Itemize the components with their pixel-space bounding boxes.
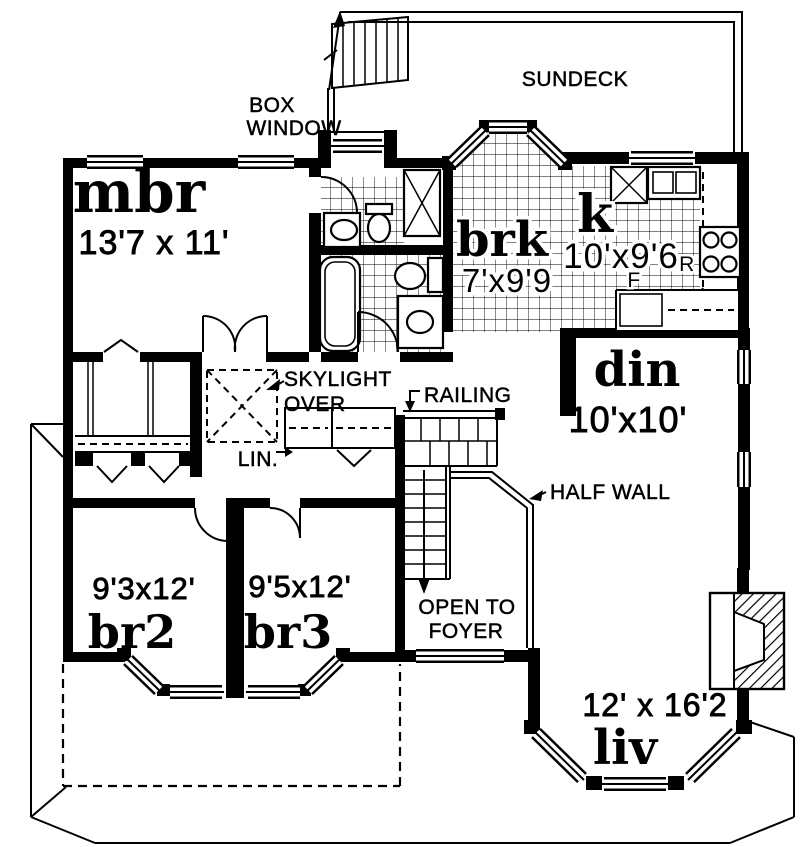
main-bathroom [318, 255, 445, 353]
din-name: din [594, 342, 681, 398]
range-label: R [679, 253, 695, 276]
skylight [206, 369, 278, 443]
breakfast-bay-windows [447, 120, 569, 169]
sundeck-stairs [323, 11, 409, 91]
label-leaders [266, 379, 547, 501]
fireplace [708, 591, 786, 691]
stair-up-arrow [333, 11, 345, 28]
mbr-dims: 13'7 x 11' [79, 224, 230, 262]
half-wall [450, 471, 534, 648]
liv-dims: 12' x 16'2 [583, 687, 728, 723]
box-window-label-2: WINDOW [246, 117, 341, 140]
main-toilet [393, 256, 445, 294]
br3-door [269, 507, 301, 539]
doors-closets [61, 314, 402, 788]
brk-name: brk [456, 212, 550, 268]
kitchen-name: k [577, 184, 614, 245]
range [698, 225, 742, 279]
fridge-counter [615, 289, 738, 330]
roof-outline [30, 423, 795, 844]
linen-closet [284, 407, 396, 468]
mbr-double-doors [202, 314, 268, 353]
ensuite-toilet [364, 202, 394, 244]
skylight-label-2: OVER [284, 393, 346, 416]
br2-dims: 9'3x12' [92, 571, 195, 606]
ensuite-bathroom [320, 168, 442, 249]
hall-closets [75, 362, 190, 484]
text-labels: SUNDECK BOX WINDOW mbr 13'7 x 11' brk 7'… [73, 68, 728, 776]
railing-label: RAILING [424, 384, 512, 407]
stair-down-arrow [418, 578, 430, 594]
lower-floor-outline [61, 664, 402, 788]
br2-door [194, 507, 229, 542]
box-window-label-1: BOX [249, 94, 295, 117]
br2-name: br2 [88, 605, 176, 659]
ensuite-door-swing [320, 176, 358, 214]
brk-dims: 7'x9'9 [462, 262, 552, 299]
linen-label: LIN. [238, 448, 279, 471]
fridge-label: F [627, 269, 640, 292]
bathtub [318, 255, 362, 353]
half-wall-label: HALF WALL [550, 481, 670, 504]
br2-bay-windows [123, 654, 224, 699]
kitchen-fixtures [609, 165, 742, 330]
br3-name: br3 [244, 605, 332, 659]
open-to-foyer-label-1: OPEN TO [418, 596, 515, 619]
fridge [619, 293, 663, 327]
mbr-name: mbr [73, 158, 207, 226]
br3-dims: 9'5x12' [248, 569, 351, 604]
windows [85, 120, 751, 791]
open-to-foyer-label-2: FOYER [429, 620, 504, 643]
sundeck-label: SUNDECK [522, 68, 628, 91]
din-dims: 10'x10' [569, 399, 688, 440]
bath-door-swing [357, 311, 399, 353]
mbr-closet-doors [103, 338, 139, 353]
ensuite-sink [329, 218, 359, 242]
liv-name: liv [593, 720, 659, 776]
kitchen-dims: 10'x9'6 [563, 237, 679, 276]
br3-bay-windows [246, 654, 344, 699]
stairs [403, 408, 505, 594]
skylight-label-1: SKYLIGHT [284, 368, 392, 391]
living-bay-windows [531, 727, 741, 791]
bath-sink [405, 309, 435, 335]
br3-closet-doors [336, 449, 372, 468]
kitchen-sink [646, 165, 702, 201]
walls [63, 120, 752, 790]
